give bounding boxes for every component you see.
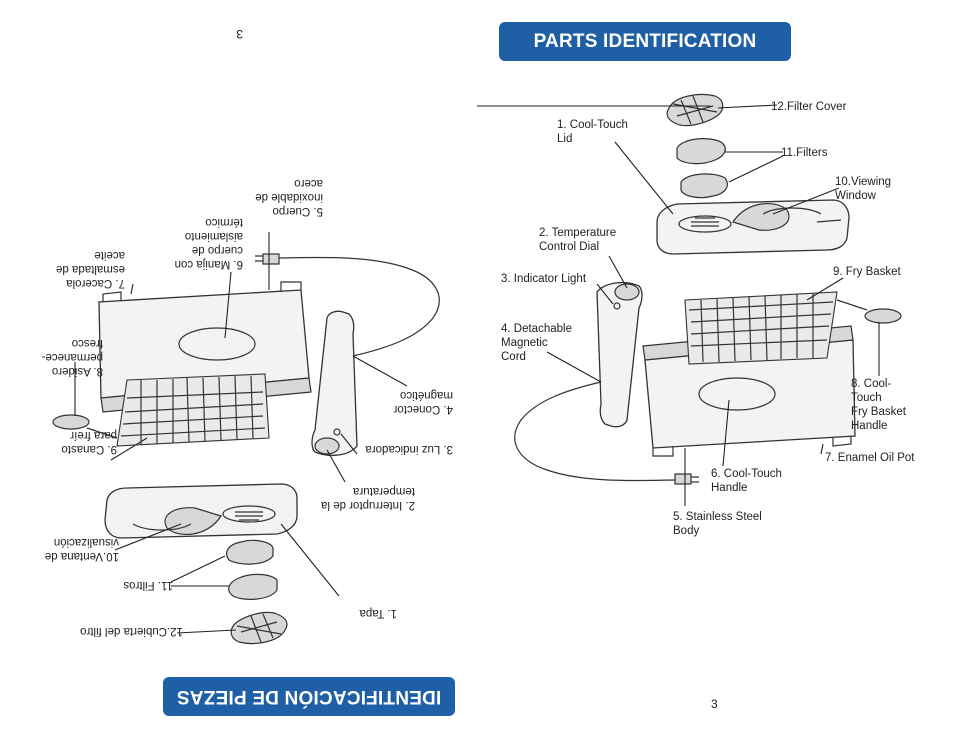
control-module-drawing [596, 281, 643, 428]
label-lid-es: 1. Tapa [359, 607, 397, 619]
fry-basket-drawing-es [52, 373, 270, 447]
fry-basket-drawing [684, 291, 902, 365]
label-cool-touch-handle-es: 6. Manija con cuerpo de aislamiento térm… [174, 216, 243, 270]
label-fry-basket: 9. Fry Basket [833, 266, 901, 278]
fryer-diagram [477, 93, 902, 506]
page-title-banner: PARTS IDENTIFICATION [499, 22, 791, 61]
label-stainless-body-es: 5. Cuerpo inoxidable de acero [255, 177, 323, 217]
label-temperature-dial: 2. Temperature Control Dial [539, 227, 617, 253]
label-fry-basket-es: 9. Canasto para freír [61, 429, 117, 455]
label-cool-touch-handle: 6. Cool-Touch Handle [711, 468, 782, 494]
label-enamel-oil-pot: 7. Enamel Oil Pot [825, 452, 915, 464]
label-detachable-cord-es: 4. Conector magnético [393, 389, 453, 415]
page-number-es: 3 [236, 27, 243, 41]
label-stainless-body: 5. Stainless Steel Body [673, 511, 762, 537]
lid-drawing-es [104, 483, 298, 539]
page-number: 3 [711, 697, 718, 711]
label-viewing-window-es: 10.Ventana de visualización [44, 536, 119, 562]
cord-drawing [514, 381, 699, 485]
label-basket-handle: 8. Cool- Touch Fry Basket Handle [851, 378, 906, 432]
filter-cover-drawing-es [230, 611, 288, 645]
label-viewing-window: 10.Viewing Window [835, 176, 892, 202]
label-temperature-dial-es: 2. Interruptor de la temperatura [321, 485, 415, 511]
label-lid: 1. Cool-Touch Lid [557, 119, 628, 145]
lid-drawing [656, 199, 850, 255]
label-filter-cover-es: 12.Cubierta del filtro [80, 625, 183, 637]
parts-identification-page-es: IDENTIFICACIÓN DE PIEZAS [41, 27, 455, 716]
cord-drawing-es [255, 253, 440, 357]
label-filter-cover: 12.Filter Cover [771, 101, 847, 113]
filter-cover-drawing [666, 93, 724, 127]
label-indicator-light: 3. Indicator Light [501, 273, 587, 285]
label-basket-handle-es: 8. Asidero permanece- fresco [41, 337, 103, 377]
label-filters-es: 11. Filtros [123, 579, 173, 591]
label-detachable-cord: 4. Detachable Magnetic Cord [501, 323, 572, 363]
filters-drawing-es [226, 539, 278, 600]
label-filters: 11.Filters [781, 147, 828, 159]
fryer-diagram-es [52, 232, 440, 645]
filters-drawing [676, 138, 728, 199]
parts-identification-page-en: PARTS IDENTIFICATION [477, 0, 954, 738]
control-module-drawing-es [311, 310, 358, 457]
label-indicator-light-es: 3. Luz indicadora [365, 443, 453, 455]
label-enamel-oil-pot-es: 7. Cacerola esmaltada de aceite [55, 249, 125, 289]
